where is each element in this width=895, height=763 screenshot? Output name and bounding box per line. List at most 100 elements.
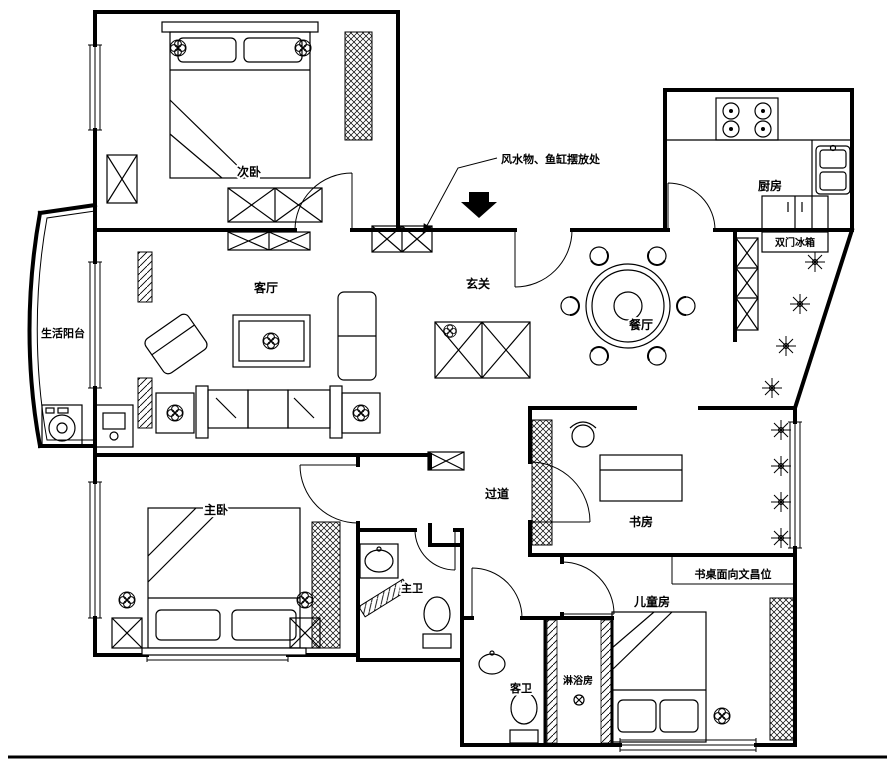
plant-icon	[770, 527, 792, 549]
walls	[8, 10, 887, 759]
furniture-foyer	[371, 157, 531, 379]
shower-wall-hatch	[600, 619, 612, 744]
furniture-living	[137, 231, 381, 439]
label-corridor: 过道	[485, 486, 509, 501]
shower-glass	[358, 578, 410, 618]
room-labels: 次卧 客厅 生活阳台 玄关 餐厅 厨房 双门冰箱 主卧 主卫 过道 书房 书桌面…	[39, 150, 817, 697]
side-table	[341, 392, 381, 434]
dining-chair	[585, 342, 613, 370]
furniture-master-bath	[358, 543, 452, 649]
shower-wall-hatch	[546, 619, 558, 744]
furniture-study	[531, 419, 792, 549]
windows	[88, 44, 802, 752]
label-master-bath: 主卫	[401, 581, 423, 595]
master-bed	[147, 507, 301, 649]
dining-chair	[585, 242, 613, 270]
toilet-tank	[509, 729, 539, 744]
label-study: 书房	[629, 514, 653, 529]
ceiling-light-icon	[294, 39, 312, 57]
furniture-guest-bath	[478, 650, 539, 744]
label-bedroom2: 次卧	[237, 164, 261, 179]
sofa-armrest	[329, 385, 343, 439]
ceiling-light-icon	[118, 591, 136, 609]
side-table	[155, 392, 195, 434]
window-bedroom2-left	[88, 44, 102, 131]
kitchen-sink	[815, 145, 851, 195]
door-master-bath	[414, 529, 456, 571]
master-headboard	[141, 647, 307, 656]
master-pillow	[231, 609, 297, 641]
door-bedroom2	[294, 172, 353, 231]
window-living-left	[88, 261, 102, 389]
wardrobe-kids	[769, 597, 796, 741]
dining-chair	[643, 342, 671, 370]
dining-chair	[560, 296, 580, 316]
kids-pillow	[659, 699, 699, 733]
coffee-table	[232, 314, 311, 368]
door-entry	[514, 229, 573, 288]
bed2-pillow	[177, 37, 237, 63]
sofa-seat	[287, 389, 331, 429]
furniture-master	[111, 507, 341, 656]
toilet-bowl	[510, 691, 538, 725]
stove	[715, 97, 779, 141]
dining-table	[585, 263, 671, 349]
lamp-icon	[166, 404, 184, 422]
dining-cabinet	[735, 237, 759, 331]
label-shower: 淋浴房	[563, 674, 593, 687]
master-pillow	[155, 609, 221, 641]
door-master	[299, 464, 359, 524]
plant-icon	[789, 293, 811, 315]
door-guest-bath	[471, 567, 523, 619]
furniture-shower	[546, 619, 612, 744]
kids-pillow	[617, 699, 657, 733]
plant-icon	[761, 377, 783, 399]
bed2-pillow	[243, 37, 303, 63]
wardrobe-master	[311, 521, 341, 649]
balcony-cabinet	[94, 404, 134, 448]
bed2	[169, 31, 311, 179]
label-kids: 儿童房	[633, 594, 670, 609]
plant-icon	[775, 335, 797, 357]
corridor-cabinet	[427, 451, 465, 471]
bed2-headboard	[161, 21, 319, 33]
guest-sink	[478, 653, 506, 675]
furniture-corridor	[427, 451, 465, 471]
fridge-label-box	[761, 231, 829, 253]
armchair	[144, 313, 208, 375]
plant-icon	[770, 419, 792, 441]
annotation-leader	[422, 157, 498, 234]
label-foyer: 玄关	[466, 276, 490, 291]
washing-machine	[41, 404, 83, 448]
furniture-dining	[560, 237, 826, 399]
furniture-kids	[611, 597, 796, 743]
label-living: 客厅	[253, 280, 278, 295]
plant-icon	[770, 491, 792, 513]
window-study-right	[788, 421, 802, 549]
furniture-bedroom2	[106, 21, 373, 223]
ceiling-light-icon	[443, 324, 457, 338]
label-desk-note: 书桌面向文昌位	[695, 567, 772, 581]
sofa-seat	[247, 389, 289, 429]
furniture-kitchen	[665, 97, 852, 253]
label-fridge: 双门冰箱	[775, 236, 815, 249]
label-kitchen: 厨房	[758, 178, 782, 193]
desk	[599, 454, 683, 502]
label-guest-bath: 客卫	[509, 681, 532, 695]
wardrobe-bedroom2	[344, 31, 373, 141]
window-master-left	[88, 481, 102, 619]
shower-drain	[573, 694, 585, 706]
sofa-seat	[207, 389, 249, 429]
label-dining: 餐厅	[629, 317, 653, 332]
radiator	[137, 251, 153, 303]
doors	[294, 172, 716, 619]
dining-chair	[643, 242, 671, 270]
bath-sink	[364, 549, 394, 573]
kids-bed	[611, 611, 707, 743]
bookshelf	[531, 419, 553, 546]
ceiling-light-icon	[262, 332, 280, 350]
bath-counter	[359, 543, 399, 579]
window-kids-bottom	[619, 738, 757, 752]
